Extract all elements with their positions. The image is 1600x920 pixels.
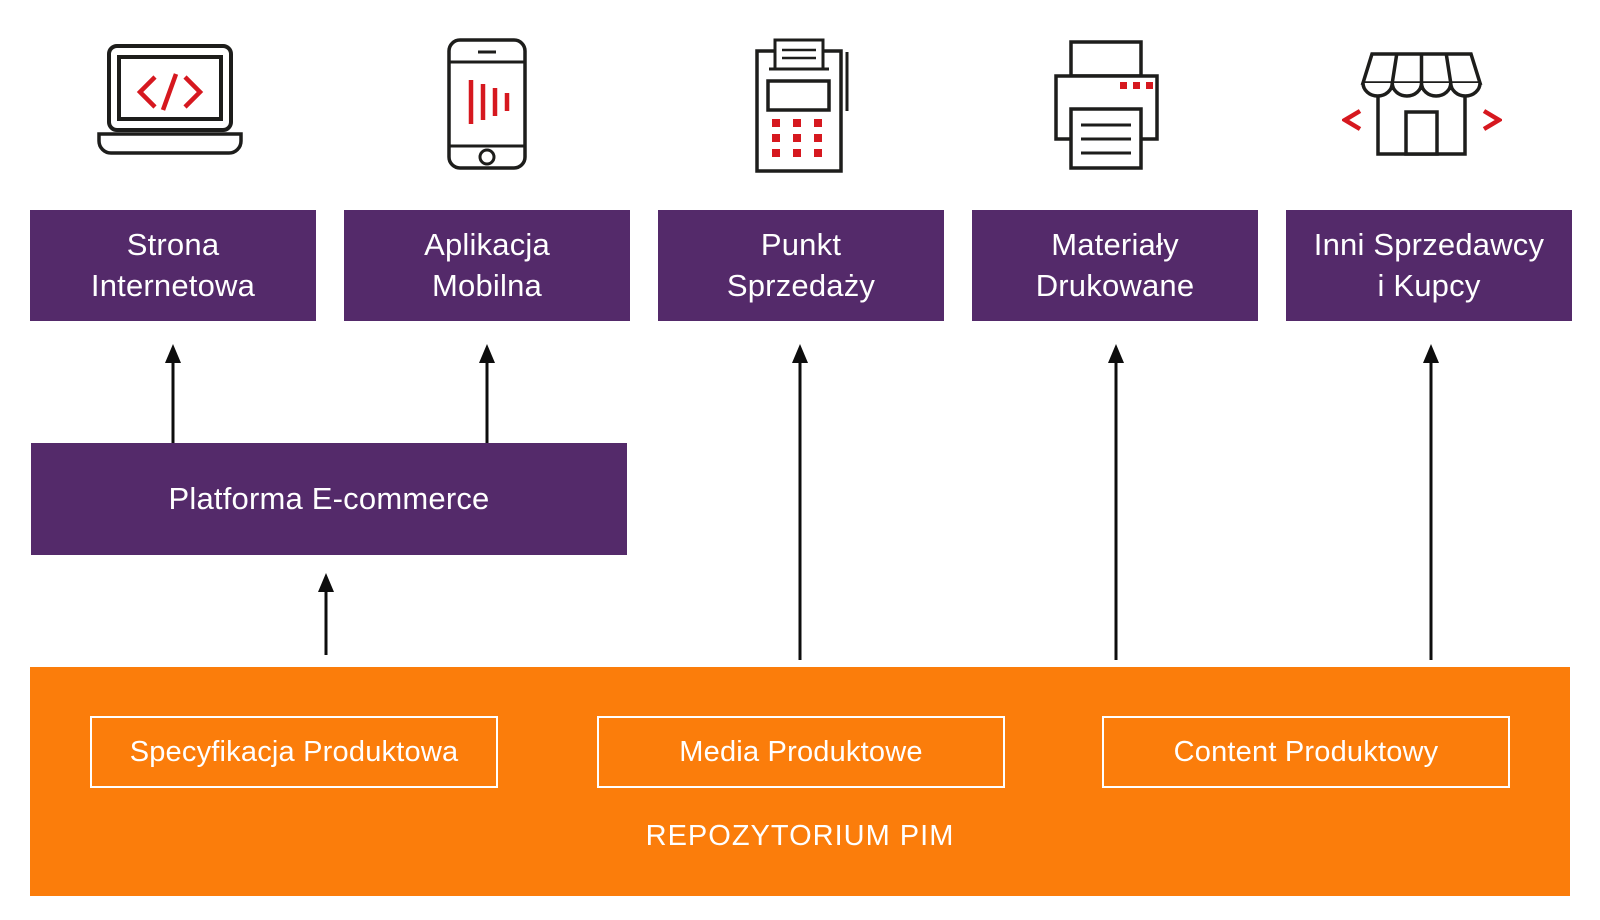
store-icon — [1342, 52, 1502, 157]
channel-label-line: Mobilna — [432, 267, 542, 303]
channel-box-point-of-sale: Punkt Sprzedaży — [658, 210, 944, 321]
pos-terminal-icon — [755, 38, 850, 173]
printer-icon — [1054, 40, 1159, 170]
mobile-app-icon — [447, 38, 527, 170]
arrow-platform-to-mobile-app — [479, 344, 495, 443]
channel-label-line: i Kupcy — [1377, 267, 1481, 303]
pim-module-product-content: Content Produktowy — [1102, 716, 1510, 788]
channel-label-line: Sprzedaży — [726, 267, 876, 303]
channel-box-website: Strona Internetowa — [30, 210, 316, 321]
pim-repository-label: REPOZYTORIUM PIM — [645, 820, 955, 852]
channel-box-other-sellers: Inni Sprzedawcy i Kupcy — [1286, 210, 1572, 321]
arrow-pim-to-other-sellers — [1423, 344, 1439, 660]
arrow-pim-to-printed-materials — [1108, 344, 1124, 660]
channel-label-line: Aplikacja — [424, 227, 550, 263]
laptop-code-icon — [95, 42, 245, 160]
pim-module-label: Content Produktowy — [1173, 735, 1439, 768]
arrow-platform-to-website — [165, 344, 181, 443]
pim-module-product-media: Media Produktowe — [597, 716, 1005, 788]
arrow-pim-to-point-of-sale — [792, 344, 808, 660]
arrow-pim-to-platform — [318, 573, 334, 655]
ecommerce-platform-box: Platforma E-commerce — [31, 443, 627, 555]
channel-label-line: Materiały — [1051, 227, 1179, 263]
pim-repository-box: Specyfikacja Produktowa Media Produktowe… — [30, 667, 1570, 896]
channel-box-mobile-app: Aplikacja Mobilna — [344, 210, 630, 321]
pim-module-product-specification: Specyfikacja Produktowa — [90, 716, 498, 788]
channel-box-printed-materials: Materiały Drukowane — [972, 210, 1258, 321]
ecommerce-platform-label: Platforma E-commerce — [168, 481, 490, 516]
channel-label-line: Drukowane — [1035, 267, 1195, 303]
pim-module-label: Media Produktowe — [679, 735, 923, 768]
channel-label-line: Inni Sprzedawcy — [1313, 227, 1545, 263]
channel-label-line: Internetowa — [90, 267, 256, 303]
channel-label-line: Strona — [126, 227, 220, 263]
channel-label-line: Punkt — [760, 227, 842, 263]
pim-module-label: Specyfikacja Produktowa — [129, 735, 459, 768]
